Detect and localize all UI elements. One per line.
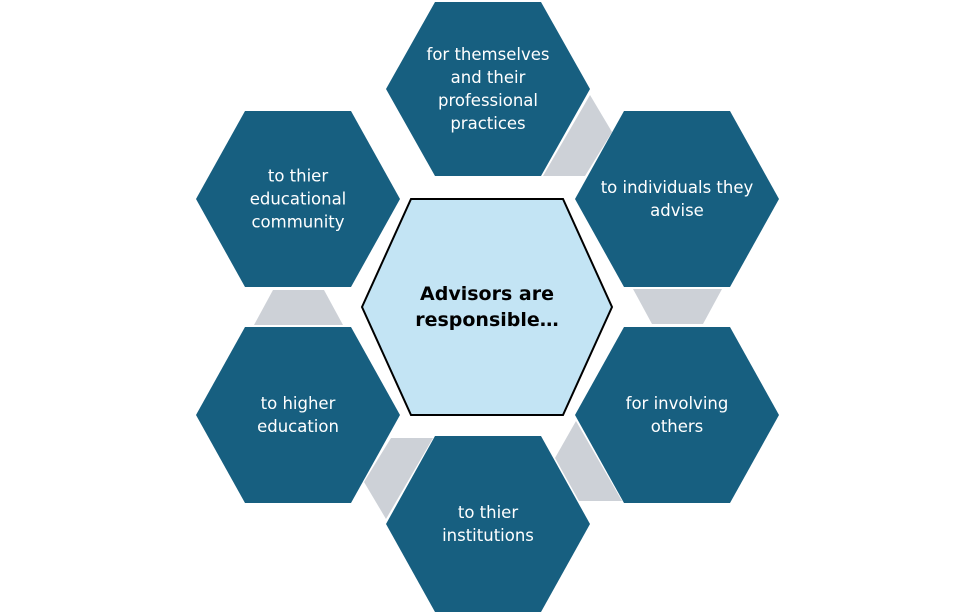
hexagon-top-right [575,111,779,287]
item-label-top: for themselves and their professional pr… [426,45,550,133]
hexagon-top-left [196,111,400,287]
hexagon-bottom-right [575,327,779,503]
item-label-top-left: to thier educational community [249,166,347,232]
hexagon-top [386,2,590,176]
connector [364,438,433,519]
hexagon-bottom [386,436,590,612]
connector [555,421,622,501]
connector [254,290,343,325]
item-label-bottom-left: to higher education [257,394,339,436]
item-label-top-right: to individuals they advise [600,178,754,220]
center-title: Advisors are responsible… [415,283,559,331]
connector [633,289,722,324]
hexagon-bottom-left [196,327,400,503]
item-label-bottom: to thier institutions [442,503,534,545]
item-label-bottom-right: for involving others [625,394,729,436]
connector [543,95,612,176]
center-hexagon [360,198,614,416]
